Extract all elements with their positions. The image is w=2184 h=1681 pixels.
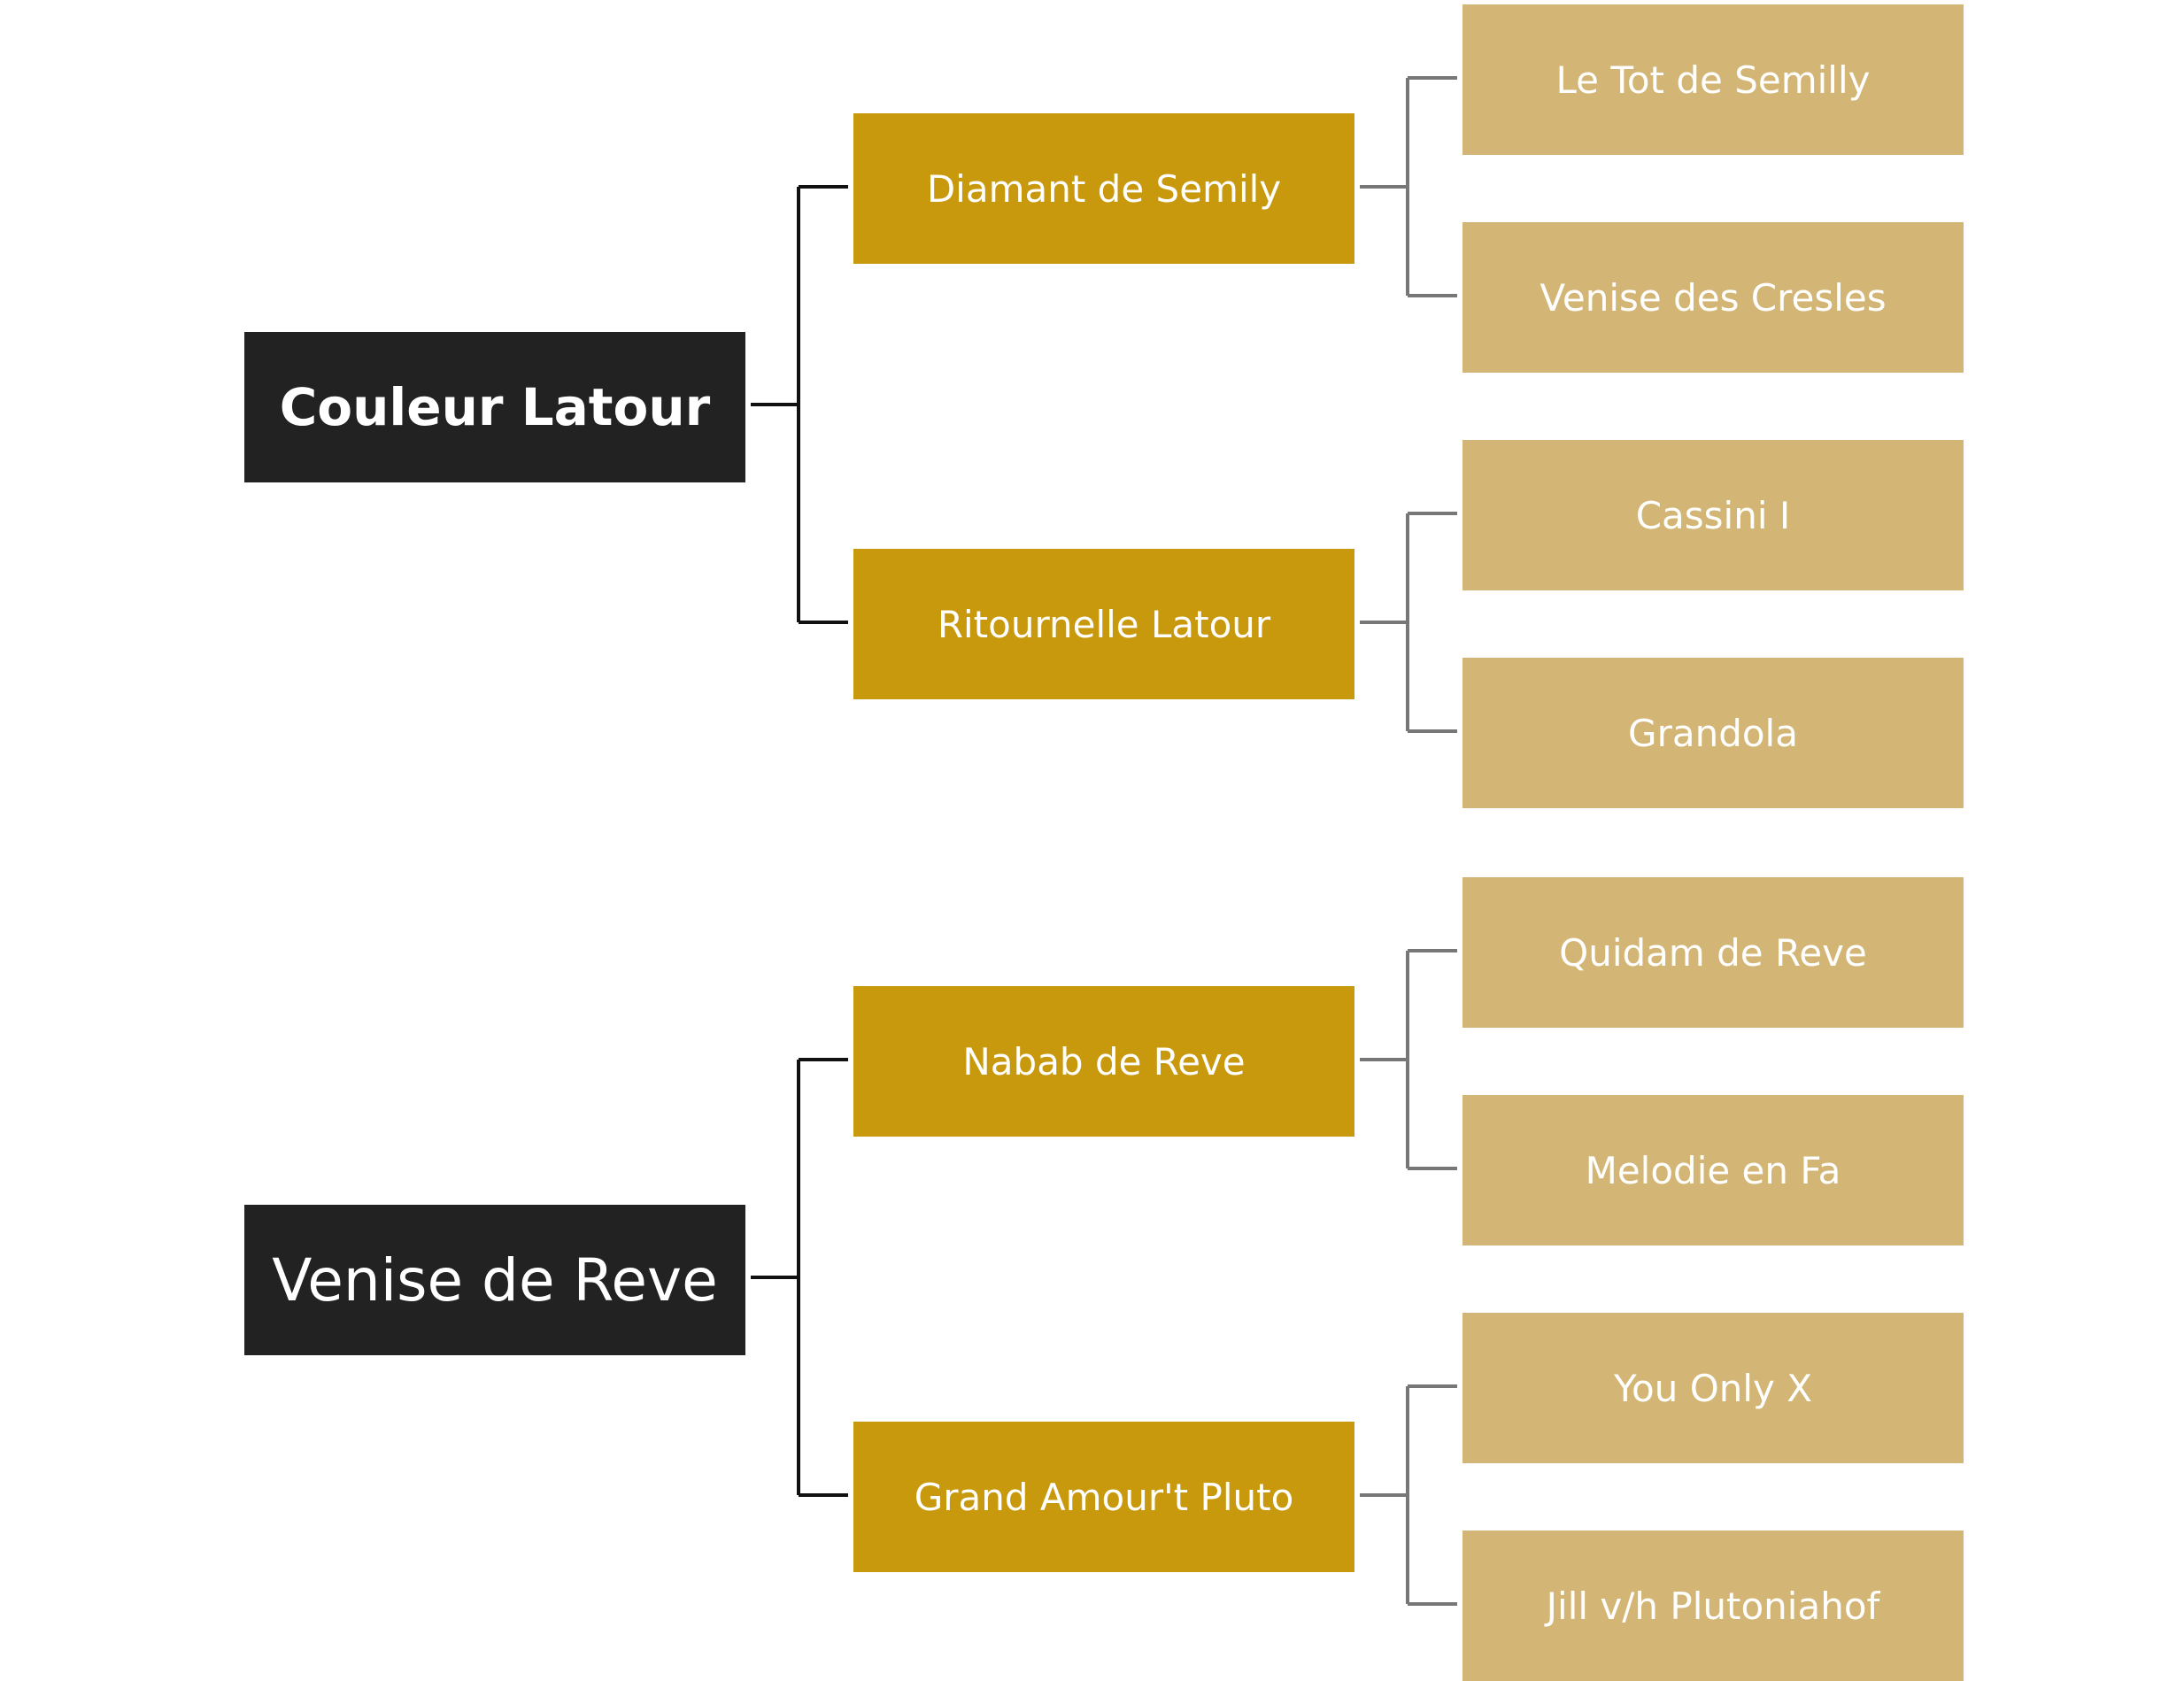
grandparent-label: Jill v/h Plutoniahof: [1546, 1584, 1880, 1628]
root-label: Couleur Latour: [279, 377, 711, 437]
parent-label: Diamant de Semily: [926, 166, 1282, 211]
parent-label: Nabab de Reve: [962, 1039, 1246, 1083]
root-node-couleur-latour: Couleur Latour: [244, 332, 745, 482]
parent-label: Ritournelle Latour: [937, 602, 1271, 646]
grandparent-label: Grandola: [1628, 711, 1798, 755]
grandparent-node: Jill v/h Plutoniahof: [1462, 1531, 1964, 1681]
parent-connector: [1360, 949, 1457, 1170]
parent-node-dam: Ritournelle Latour: [853, 549, 1354, 699]
grandparent-label: Venise des Cresles: [1540, 275, 1887, 320]
root-node-venise-de-reve: Venise de Reve: [244, 1205, 745, 1355]
grandparent-node: Quidam de Reve: [1462, 877, 1964, 1028]
grandparent-node: Cassini I: [1462, 440, 1964, 590]
parent-node-dam: Grand Amour't Pluto: [853, 1422, 1354, 1572]
grandparent-label: Le Tot de Semilly: [1555, 58, 1871, 102]
parent-connector: [1360, 76, 1457, 297]
parent-label: Grand Amour't Pluto: [914, 1475, 1294, 1519]
root-connector: [751, 1058, 848, 1497]
parent-connector: [1360, 512, 1457, 733]
grandparent-label: Cassini I: [1635, 493, 1791, 537]
grandparent-label: Quidam de Reve: [1559, 930, 1867, 975]
grandparent-node: Venise des Cresles: [1462, 222, 1964, 373]
parent-node-sire: Nabab de Reve: [853, 986, 1354, 1137]
root-label: Venise de Reve: [272, 1245, 718, 1315]
grandparent-node: Melodie en Fa: [1462, 1095, 1964, 1245]
grandparent-node: You Only X: [1462, 1313, 1964, 1463]
grandparent-node: Grandola: [1462, 658, 1964, 808]
root-connector: [751, 185, 848, 624]
parent-node-sire: Diamant de Semily: [853, 113, 1354, 264]
grandparent-node: Le Tot de Semilly: [1462, 4, 1964, 155]
grandparent-label: Melodie en Fa: [1585, 1148, 1841, 1192]
grandparent-label: You Only X: [1613, 1366, 1813, 1410]
parent-connector: [1360, 1384, 1457, 1606]
